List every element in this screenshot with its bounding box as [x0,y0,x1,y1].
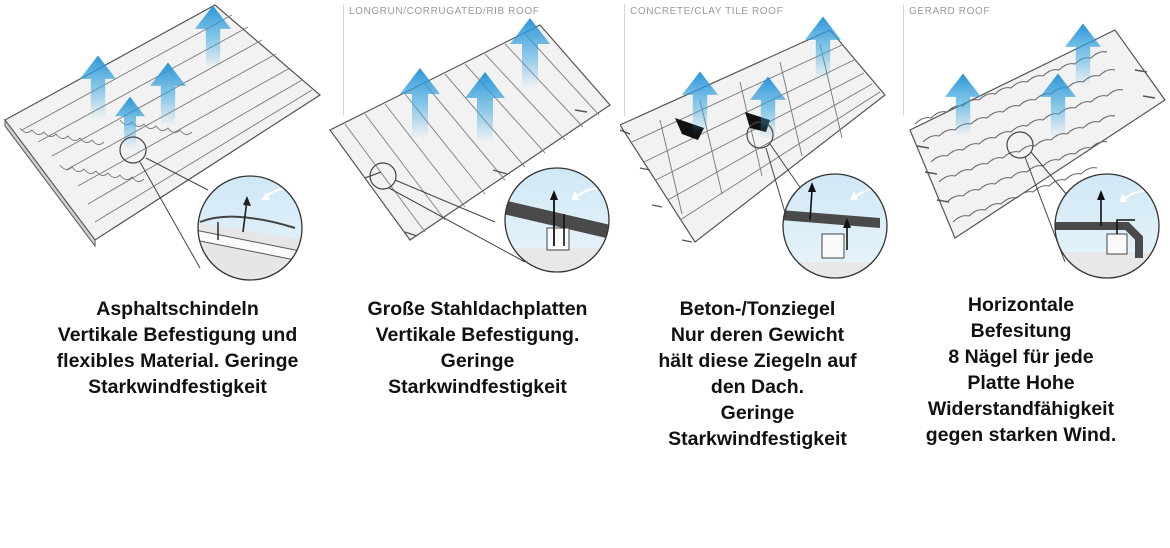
corrugated-roof-illustration [329,18,611,273]
panel-corrugated-roof: LONGRUN/CORRUGATED/RIB ROOF [325,0,620,548]
magnifier-circle-icon [1054,173,1160,279]
magnifier-circle-icon [197,175,303,281]
caption-corrugated: Große Stahldachplatten Vertikale Befesti… [367,298,588,398]
caption-gerard: Horizontale Befesitung 8 Nägel für jede … [925,294,1117,446]
tile-roof-illustration [620,16,888,279]
panel-gerard-roof: GERARD ROOF [895,0,1170,548]
panel-header: LONGRUN/CORRUGATED/RIB ROOF [349,6,540,17]
panel-asphalt-shingles: Asphaltschindeln Vertikale Befestigung u… [0,0,325,548]
panel-tile-roof: CONCRETE/CLAY TILE ROOF [620,0,895,548]
magnifier-circle-icon [782,173,888,279]
panel-header: GERARD ROOF [909,6,991,17]
caption-asphalt: Asphaltschindeln Vertikale Befestigung u… [56,298,299,398]
asphalt-roof-illustration [4,4,322,281]
gerard-roof-illustration [909,23,1166,279]
caption-tile: Beton-/Tonziegel Nur deren Gewicht hält … [658,298,857,450]
panel-header: CONCRETE/CLAY TILE ROOF [630,6,784,17]
